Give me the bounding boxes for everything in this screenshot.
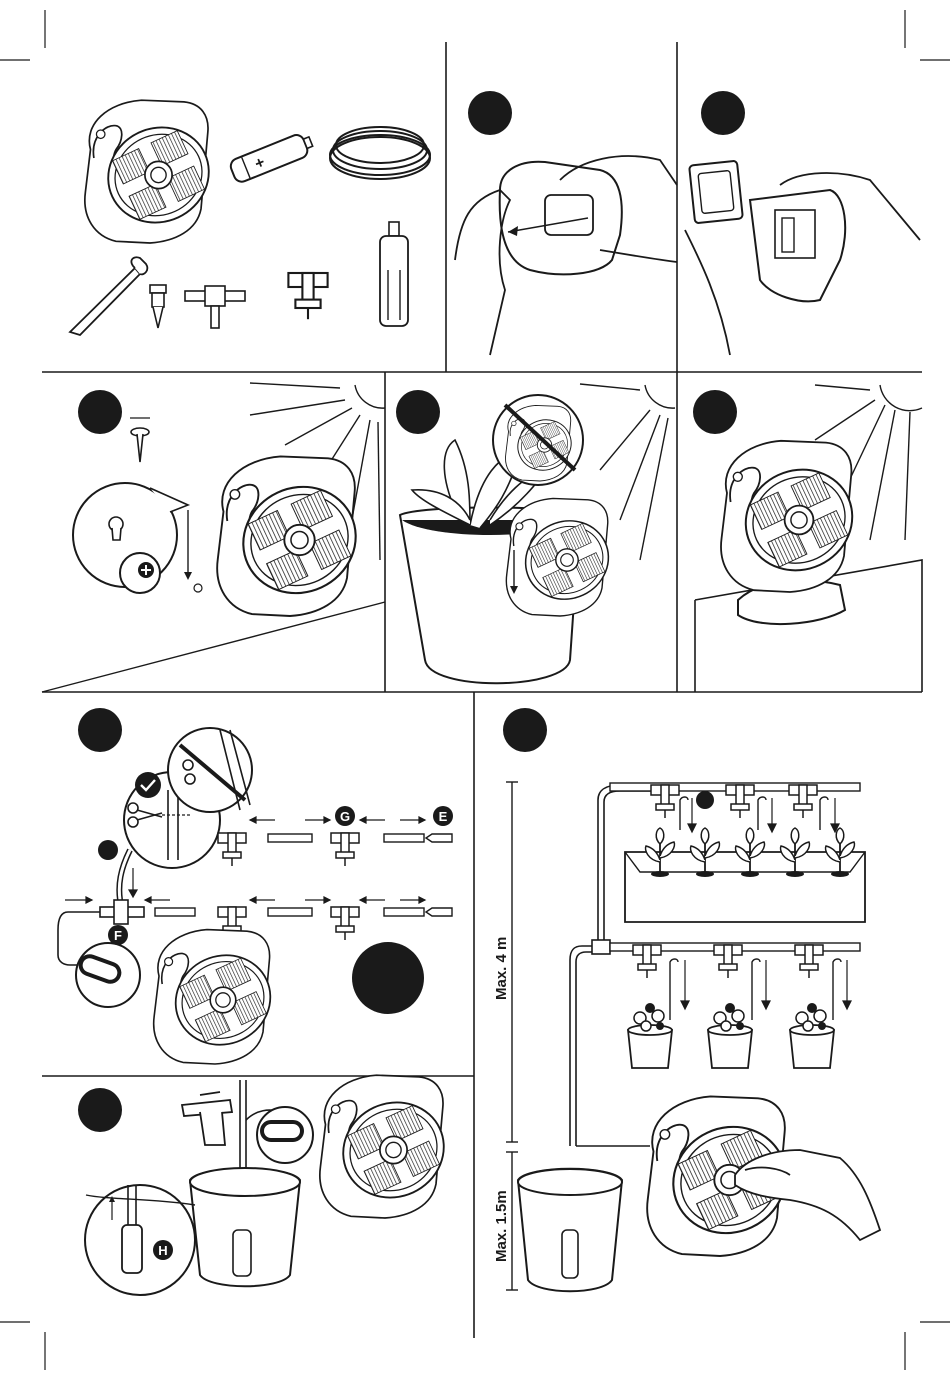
- solar-device-illustration: [154, 930, 285, 1064]
- wrong-cut-detail-icon: [168, 728, 252, 812]
- step-badge: [693, 390, 737, 434]
- marker-G: G: [335, 806, 355, 826]
- marker-F: F: [108, 925, 128, 945]
- filter-bucket-panel: H: [78, 1075, 459, 1295]
- end-plug-illustration: [150, 285, 166, 328]
- stake-illustration: [70, 257, 147, 335]
- svg-text:F: F: [114, 928, 122, 943]
- hose-connect-detail-icon: [257, 1107, 313, 1163]
- wall-mount-panel: [42, 383, 385, 692]
- step-badge: [701, 91, 745, 135]
- full-system-panel: Max. 4 m Max. 1.5m: [493, 708, 880, 1291]
- filter-detail-icon: [85, 1185, 195, 1295]
- check-badge: [135, 772, 161, 798]
- svg-text:E: E: [439, 809, 448, 824]
- insert-battery-panel: [685, 91, 920, 355]
- no-shade-detail-icon: [493, 395, 583, 485]
- step-badge: [78, 708, 122, 752]
- solar-device-illustration: [721, 441, 869, 592]
- parts-panel: +: [70, 100, 430, 335]
- keyhole-detail-icon: [73, 483, 188, 593]
- tap-icon: [182, 1092, 232, 1145]
- pot-mount-panel: [396, 384, 675, 683]
- step-badge: [396, 390, 440, 434]
- step-badge: [78, 390, 122, 434]
- connector-illustration: [185, 286, 245, 328]
- screw-icon: [130, 418, 150, 462]
- solar-device-illustration: [506, 498, 621, 616]
- svg-text:G: G: [340, 809, 350, 824]
- table-stand-panel: [693, 385, 922, 692]
- marker-H: H: [153, 1240, 173, 1260]
- svg-text:H: H: [158, 1243, 167, 1258]
- battery-cover-panel: [455, 91, 677, 355]
- step-badge: [503, 708, 547, 752]
- filter-illustration: [380, 222, 408, 326]
- step-badge: [78, 1088, 122, 1132]
- solar-device-illustration: [320, 1075, 460, 1218]
- upper-drip-line: [218, 817, 452, 866]
- sub-step-dot: [98, 840, 118, 860]
- max-height-upper-label: Max. 4 m: [493, 937, 510, 1000]
- planter-box: [625, 852, 865, 922]
- hose-connect-detail-icon: [76, 943, 140, 1007]
- tubing-assembly-panel: G E F: [58, 708, 453, 1064]
- sub-step-dot: [696, 791, 714, 809]
- hose-coil-illustration: [330, 127, 430, 179]
- solar-device-illustration: [217, 456, 373, 616]
- step-badge: [468, 91, 512, 135]
- battery-illustration: +: [228, 130, 315, 184]
- drip-tee-illustration: [288, 273, 327, 319]
- sub-step-badge: [352, 942, 424, 1014]
- max-height-lower-label: Max. 1.5m: [493, 1190, 510, 1262]
- marker-E: E: [433, 806, 453, 826]
- solar-device-illustration: [85, 100, 225, 243]
